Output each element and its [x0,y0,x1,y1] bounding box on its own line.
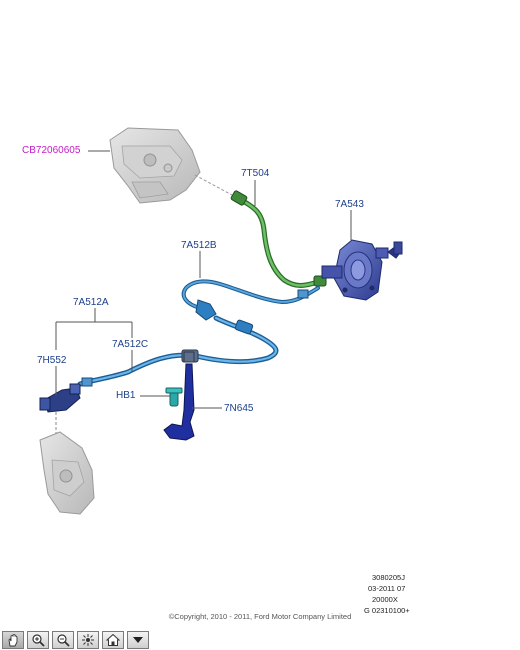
zoom-in-button[interactable] [27,631,49,649]
fit-icon [82,634,94,646]
viewer-toolbar [0,630,167,650]
bracket-7n645 [163,351,195,441]
pressure-line-7a512b [181,279,320,321]
hand-icon [8,633,18,647]
feed-hose-7t504 [230,190,327,288]
fit-view-button[interactable] [77,631,99,649]
label-7a512a[interactable]: 7A512A [73,297,109,308]
label-7n645[interactable]: 7N645 [224,403,254,414]
label-cb72060605[interactable]: CB72060605 [22,145,81,156]
leader-lines [55,150,352,409]
clutch-hydraulics-diagram [39,127,403,515]
zoom-out-icon [57,634,70,647]
label-7h552[interactable]: 7H552 [37,355,67,366]
label-7a512b[interactable]: 7A512B [181,240,217,251]
pan-tool-button[interactable] [2,631,24,649]
label-7a543[interactable]: 7A543 [335,199,364,210]
menu-down-icon [133,637,143,643]
label-hb1[interactable]: HB1 [116,390,136,401]
home-button[interactable] [102,631,124,649]
pressure-line-7a512a [77,315,279,387]
meta-line-1: 3080205J [372,573,405,582]
clip-hb1 [165,387,183,407]
zoom-out-button[interactable] [52,631,74,649]
meta-line-4: G 02310100+ [364,606,410,615]
menu-down-button[interactable] [127,631,149,649]
home-icon [106,633,120,646]
meta-line-2: 03-2011 07 [368,584,406,593]
clutch-cylinder-7a543 [321,239,403,301]
label-7a512c[interactable]: 7A512C [112,339,149,350]
gearbox-illustration [39,431,95,515]
meta-line-3: 20000X [372,595,398,604]
slave-connector-7h552 [39,383,81,440]
master-housing-illustration [109,127,233,204]
zoom-in-icon [32,634,45,647]
label-7t504[interactable]: 7T504 [241,168,270,179]
copyright-notice: ©Copyright, 2010 - 2011, Ford Motor Comp… [168,612,352,621]
